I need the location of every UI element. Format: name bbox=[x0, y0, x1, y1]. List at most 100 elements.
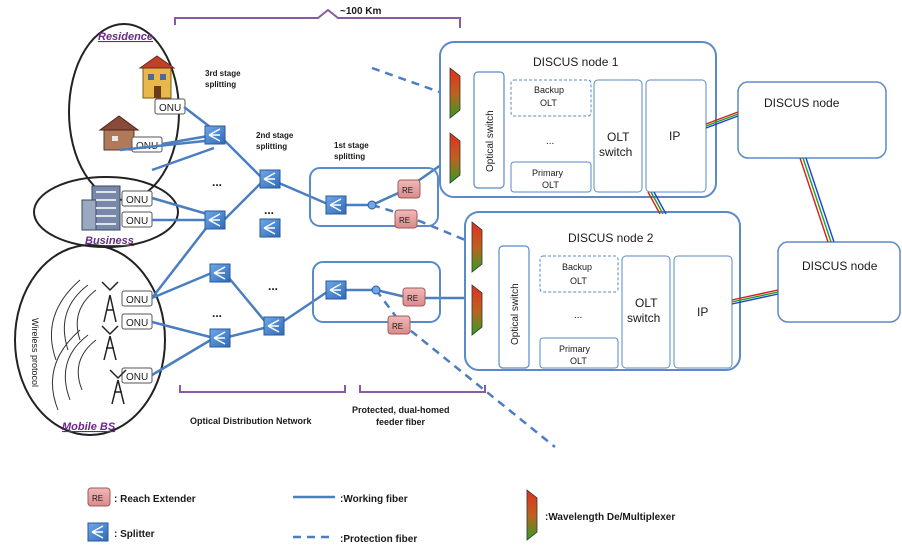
svg-text:IP: IP bbox=[697, 305, 708, 319]
svg-text:...: ... bbox=[546, 136, 554, 147]
stage1-label-b: splitting bbox=[334, 152, 365, 161]
node1-optical-switch: Optical switch bbox=[485, 110, 496, 172]
feeder-label-b: feeder fiber bbox=[376, 417, 426, 427]
svg-text:ONU: ONU bbox=[159, 103, 181, 114]
legend-re-text: : Reach Extender bbox=[114, 494, 196, 505]
node1-title: DISCUS node 1 bbox=[533, 55, 619, 69]
feeder-bracket bbox=[359, 385, 486, 393]
ellipsis-4: ... bbox=[268, 279, 278, 293]
svg-text:ONU: ONU bbox=[126, 295, 148, 306]
node2-title: DISCUS node 2 bbox=[568, 231, 654, 245]
ellipsis-2: ... bbox=[212, 306, 222, 320]
reach-extender-2: RE bbox=[394, 209, 418, 229]
svg-text:ONU: ONU bbox=[126, 195, 148, 206]
reach-extender-3: RE bbox=[402, 287, 426, 307]
svg-text:Primary: Primary bbox=[532, 168, 563, 178]
onu-mobile-1: ONU bbox=[121, 290, 153, 307]
svg-text:RE: RE bbox=[92, 494, 103, 503]
wdm-icon bbox=[449, 132, 461, 184]
legend-working-text: :Working fiber bbox=[340, 494, 408, 505]
first-stage-enclosure-1 bbox=[309, 167, 439, 227]
onu-business-2: ONU bbox=[121, 211, 153, 228]
wireless-waves bbox=[50, 279, 97, 411]
business-label: Business bbox=[85, 235, 134, 247]
svg-text:RE: RE bbox=[407, 294, 418, 303]
svg-text:Backup: Backup bbox=[534, 85, 564, 95]
svg-text:OLT: OLT bbox=[635, 296, 658, 310]
onu-business-1: ONU bbox=[121, 190, 153, 207]
onu-mobile-2: ONU bbox=[121, 313, 153, 330]
svg-text:RE: RE bbox=[399, 216, 410, 225]
svg-text:OLT: OLT bbox=[540, 98, 557, 108]
svg-text:switch: switch bbox=[599, 145, 632, 159]
splitter-3rd-1 bbox=[204, 125, 226, 145]
antenna-tower-icon bbox=[101, 281, 127, 405]
onu-mobile-3: ONU bbox=[121, 367, 153, 384]
stage3-label-b: splitting bbox=[205, 80, 236, 89]
svg-text:Backup: Backup bbox=[562, 262, 592, 272]
svg-text:DISCUS node: DISCUS node bbox=[802, 259, 878, 273]
remote-discus-node-b: DISCUS node bbox=[777, 241, 901, 323]
svg-text:OLT: OLT bbox=[607, 130, 630, 144]
wireless-protocol-label: Wireless protocol bbox=[30, 318, 40, 387]
splitter-2nd-2 bbox=[259, 218, 281, 238]
stage2-label-a: 2nd stage bbox=[256, 131, 294, 140]
ellipsis-1: ... bbox=[212, 175, 222, 189]
svg-text:switch: switch bbox=[627, 311, 660, 325]
odn-label: Optical Distribution Network bbox=[190, 416, 313, 426]
house-icon bbox=[138, 55, 176, 99]
legend-wdm-icon bbox=[526, 489, 538, 541]
mobile-label: Mobile BS bbox=[62, 421, 116, 433]
office-building-icon bbox=[81, 185, 121, 231]
svg-text:Primary: Primary bbox=[559, 344, 590, 354]
svg-text:DISCUS node: DISCUS node bbox=[764, 96, 840, 110]
legend-splitter-text: : Splitter bbox=[114, 529, 155, 540]
remote-discus-node-a: DISCUS node bbox=[737, 81, 887, 159]
distance-label: ~100 Km bbox=[340, 6, 382, 17]
legend-re-icon: RE bbox=[87, 487, 111, 507]
ellipsis-3: ... bbox=[264, 203, 274, 217]
legend-protection-text: :Protection fiber bbox=[340, 534, 417, 545]
residence-label: Residence bbox=[98, 31, 153, 43]
feeder-label-a: Protected, dual-homed bbox=[352, 405, 450, 415]
svg-text:RE: RE bbox=[402, 186, 413, 195]
wdm-icon bbox=[471, 221, 483, 273]
splitter-1st-2 bbox=[325, 280, 347, 300]
distance-bracket bbox=[174, 8, 461, 28]
wdm-icon bbox=[471, 284, 483, 336]
splitter-2nd-3 bbox=[263, 316, 285, 336]
splitter-1st-1 bbox=[325, 195, 347, 215]
stage2-label-b: splitting bbox=[256, 142, 287, 151]
fiber-junction bbox=[371, 285, 381, 295]
fiber-junction bbox=[367, 200, 377, 210]
svg-text:ONU: ONU bbox=[126, 216, 148, 227]
discus-node-2: DISCUS node 2 Optical switch Backup OLT … bbox=[464, 211, 741, 371]
splitter-2nd-1 bbox=[259, 169, 281, 189]
onu-residence-1: ONU bbox=[154, 98, 186, 115]
discus-node-1: DISCUS node 1 Optical switch Backup OLT … bbox=[439, 41, 717, 198]
svg-text:OLT: OLT bbox=[542, 180, 559, 190]
splitter-3rd-3 bbox=[209, 263, 231, 283]
odn-bracket bbox=[179, 385, 346, 393]
svg-text:IP: IP bbox=[669, 129, 680, 143]
legend: RE : Reach Extender : Splitter :Working … bbox=[87, 487, 675, 545]
svg-text:ONU: ONU bbox=[126, 372, 148, 383]
stage3-label-a: 3rd stage bbox=[205, 69, 241, 78]
svg-text:...: ... bbox=[574, 310, 582, 321]
svg-text:OLT: OLT bbox=[570, 356, 587, 366]
reach-extender-4: RE bbox=[387, 315, 411, 335]
multi-wavelength-links bbox=[647, 111, 835, 305]
splitter-3rd-2 bbox=[204, 210, 226, 230]
svg-text:OLT: OLT bbox=[570, 276, 587, 286]
onu-residence-2: ONU bbox=[131, 136, 163, 153]
svg-text:RE: RE bbox=[392, 322, 403, 331]
first-stage-enclosure-2 bbox=[312, 261, 441, 323]
svg-text:ONU: ONU bbox=[126, 318, 148, 329]
node2-optical-switch: Optical switch bbox=[510, 283, 521, 345]
legend-splitter-icon bbox=[87, 522, 109, 542]
splitter-3rd-4 bbox=[209, 328, 231, 348]
stage1-label-a: 1st stage bbox=[334, 141, 369, 150]
mobile-group bbox=[14, 244, 166, 436]
house-small-icon bbox=[98, 115, 140, 151]
